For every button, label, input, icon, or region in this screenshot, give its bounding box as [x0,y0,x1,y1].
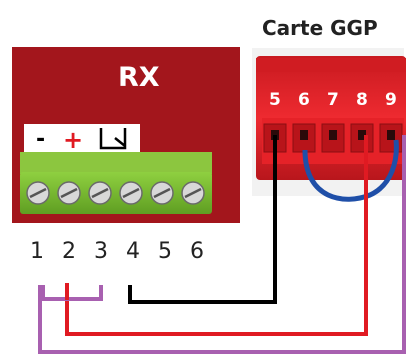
screw-slot [60,187,78,199]
rx-terminal-number: 5 [158,239,172,264]
rx-plus-label: + [63,126,83,154]
blue-wire [302,139,399,202]
wires [38,135,406,354]
purple-bridge-wire [41,285,103,301]
screw-slot [153,187,171,199]
ggp-ridge [256,58,406,72]
ggp-socket-hole [300,130,308,140]
rx-terminal-number: 6 [190,239,204,264]
rx-minus-label: - [36,127,45,152]
ggp-socket-hole [329,130,337,140]
ggp-socket-hole [387,130,395,140]
screw-slot [184,187,202,199]
terminal-block-top [20,152,212,174]
purple-wire [38,135,406,354]
rx-receiver: RX - + [12,47,240,223]
rx-terminal-number: 2 [62,239,76,264]
ggp-terminal-number: 8 [356,90,368,110]
red-wire [65,135,368,336]
screw-slot [91,187,109,199]
rx-title: RX [118,62,160,93]
relay-contact-icon [99,128,127,150]
screw-slot [29,187,47,199]
rx-terminal-number: 3 [94,239,108,264]
ggp-terminal-number: 9 [385,90,397,110]
ggp-socket-hole [358,130,366,140]
screw-slot [122,187,140,199]
ggp-title: Carte GGP [262,16,378,40]
black-wire [128,135,277,304]
rx-terminal-number: 1 [30,239,44,264]
ggp-terminal-number: 5 [269,90,281,110]
ggp-terminal-number: 7 [327,90,339,110]
ggp-terminal-number: 6 [298,90,310,110]
rx-terminal-number: 4 [126,239,140,264]
